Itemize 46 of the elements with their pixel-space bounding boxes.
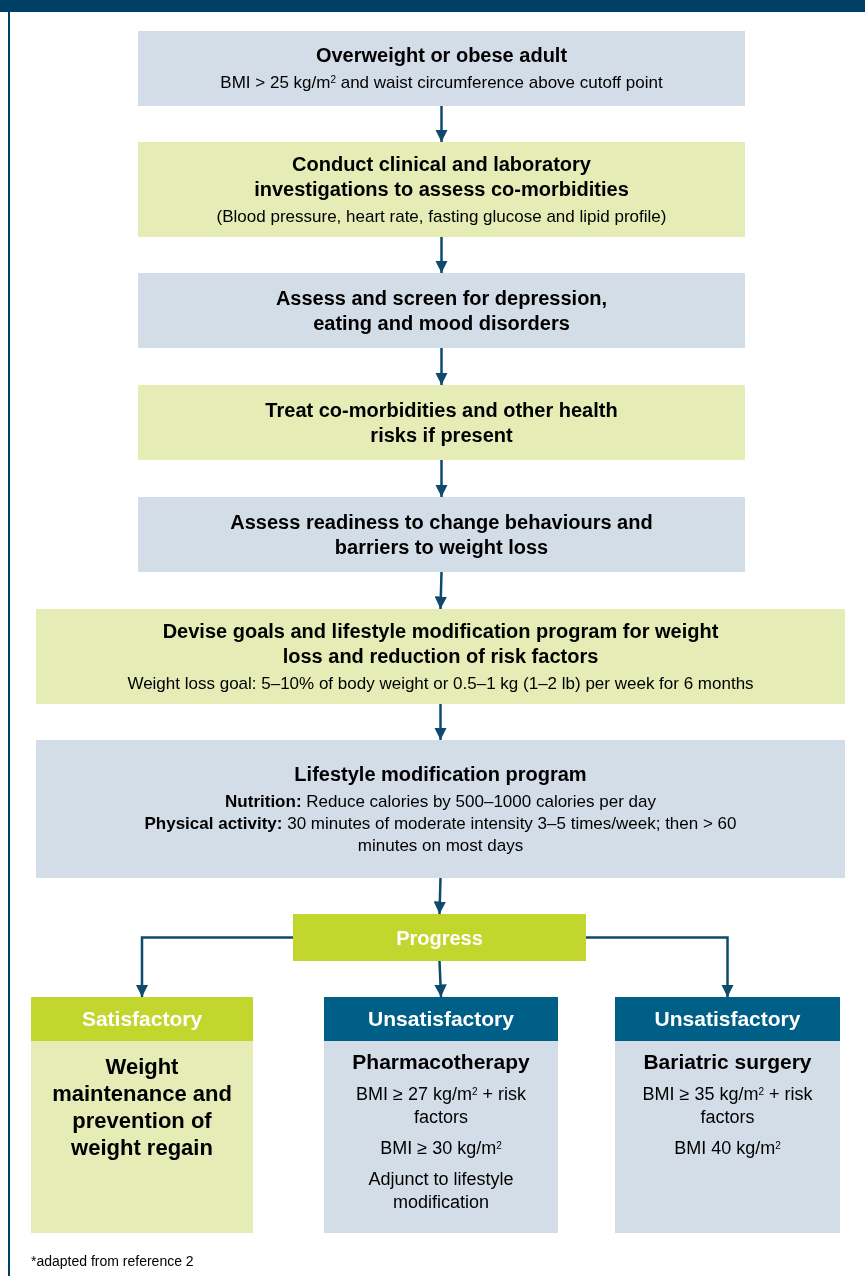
process-box bbox=[138, 142, 745, 237]
arrow bbox=[435, 348, 448, 385]
process-box bbox=[138, 385, 745, 460]
step-heading: Conduct clinical and laboratory investigations to assess co-morbidities bbox=[253, 151, 630, 202]
outcome-box bbox=[31, 997, 253, 1233]
arrow bbox=[435, 106, 448, 142]
outcome-header: Unsatisfactory bbox=[615, 997, 840, 1041]
process-box bbox=[138, 31, 745, 106]
step-heading: Assess readiness to change behaviours and barriers to weight loss bbox=[229, 509, 654, 560]
process-box bbox=[36, 609, 845, 704]
arrow bbox=[434, 704, 447, 740]
footnote: *adapted from reference 2 bbox=[31, 1252, 194, 1271]
outcome-criterion: BMI ≥ 30 kg/m$^{2}$ bbox=[380, 1137, 502, 1160]
step-note: Weight loss goal: 5–10% of body weight or 0.5–1 kg (1–2 lb) per week for 6 months bbox=[127, 672, 754, 695]
outcome-criterion: BMI ≥ 35 kg/m$^{2}$ + risk factors bbox=[642, 1083, 813, 1129]
outcome-title: Pharmacotherapy bbox=[352, 1049, 530, 1075]
outcome-header: Satisfactory bbox=[31, 997, 253, 1041]
decision-label: Progress bbox=[396, 925, 483, 951]
arrow bbox=[433, 877, 447, 915]
step-note: BMI > 25 kg/m$^{2}$ and waist circumference above cutoff point bbox=[220, 72, 663, 94]
outcome-criterion: Adjunct to lifestyle modification bbox=[367, 1168, 515, 1214]
arrow bbox=[435, 237, 448, 273]
outcome-box bbox=[615, 997, 840, 1233]
arrow bbox=[434, 571, 448, 610]
step-note: (Blood pressure, heart rate, fasting glucose and lipid profile) bbox=[216, 205, 667, 228]
step-heading: Devise goals and lifestyle modification program for weight loss and reduction of risk factors bbox=[161, 618, 720, 669]
step-note: Physical activity: 30 minutes of moderate intensity 3–5 times/week; then > 60 minutes on most days bbox=[143, 813, 738, 857]
outcome-title: Weight maintenance and prevention of weight regain bbox=[51, 1053, 233, 1161]
decision-box bbox=[293, 914, 586, 961]
step-heading: Treat co-morbidities and other health risks if present bbox=[264, 397, 619, 448]
process-box bbox=[138, 497, 745, 572]
step-heading: Overweight or obese adult bbox=[315, 43, 568, 68]
outcome-title: Bariatric surgery bbox=[643, 1049, 812, 1075]
step-heading: Assess and screen for depression, eating and mood disorders bbox=[274, 285, 609, 336]
arrow bbox=[586, 936, 734, 997]
arrow bbox=[435, 460, 448, 497]
outcome-criterion: BMI ≥ 27 kg/m$^{2}$ + risk factors bbox=[356, 1083, 526, 1129]
outcome-header: Unsatisfactory bbox=[324, 997, 558, 1041]
outcome-box bbox=[324, 997, 558, 1233]
arrow bbox=[434, 960, 447, 998]
process-box bbox=[138, 273, 745, 348]
arrow bbox=[135, 936, 293, 997]
step-heading: Lifestyle modification program bbox=[294, 762, 587, 787]
step-note: Nutrition: Reduce calories by 500–1000 calories per day bbox=[225, 791, 656, 813]
process-box bbox=[36, 740, 845, 878]
outcome-criterion: BMI 40 kg/m$^{2}$ bbox=[674, 1137, 781, 1160]
